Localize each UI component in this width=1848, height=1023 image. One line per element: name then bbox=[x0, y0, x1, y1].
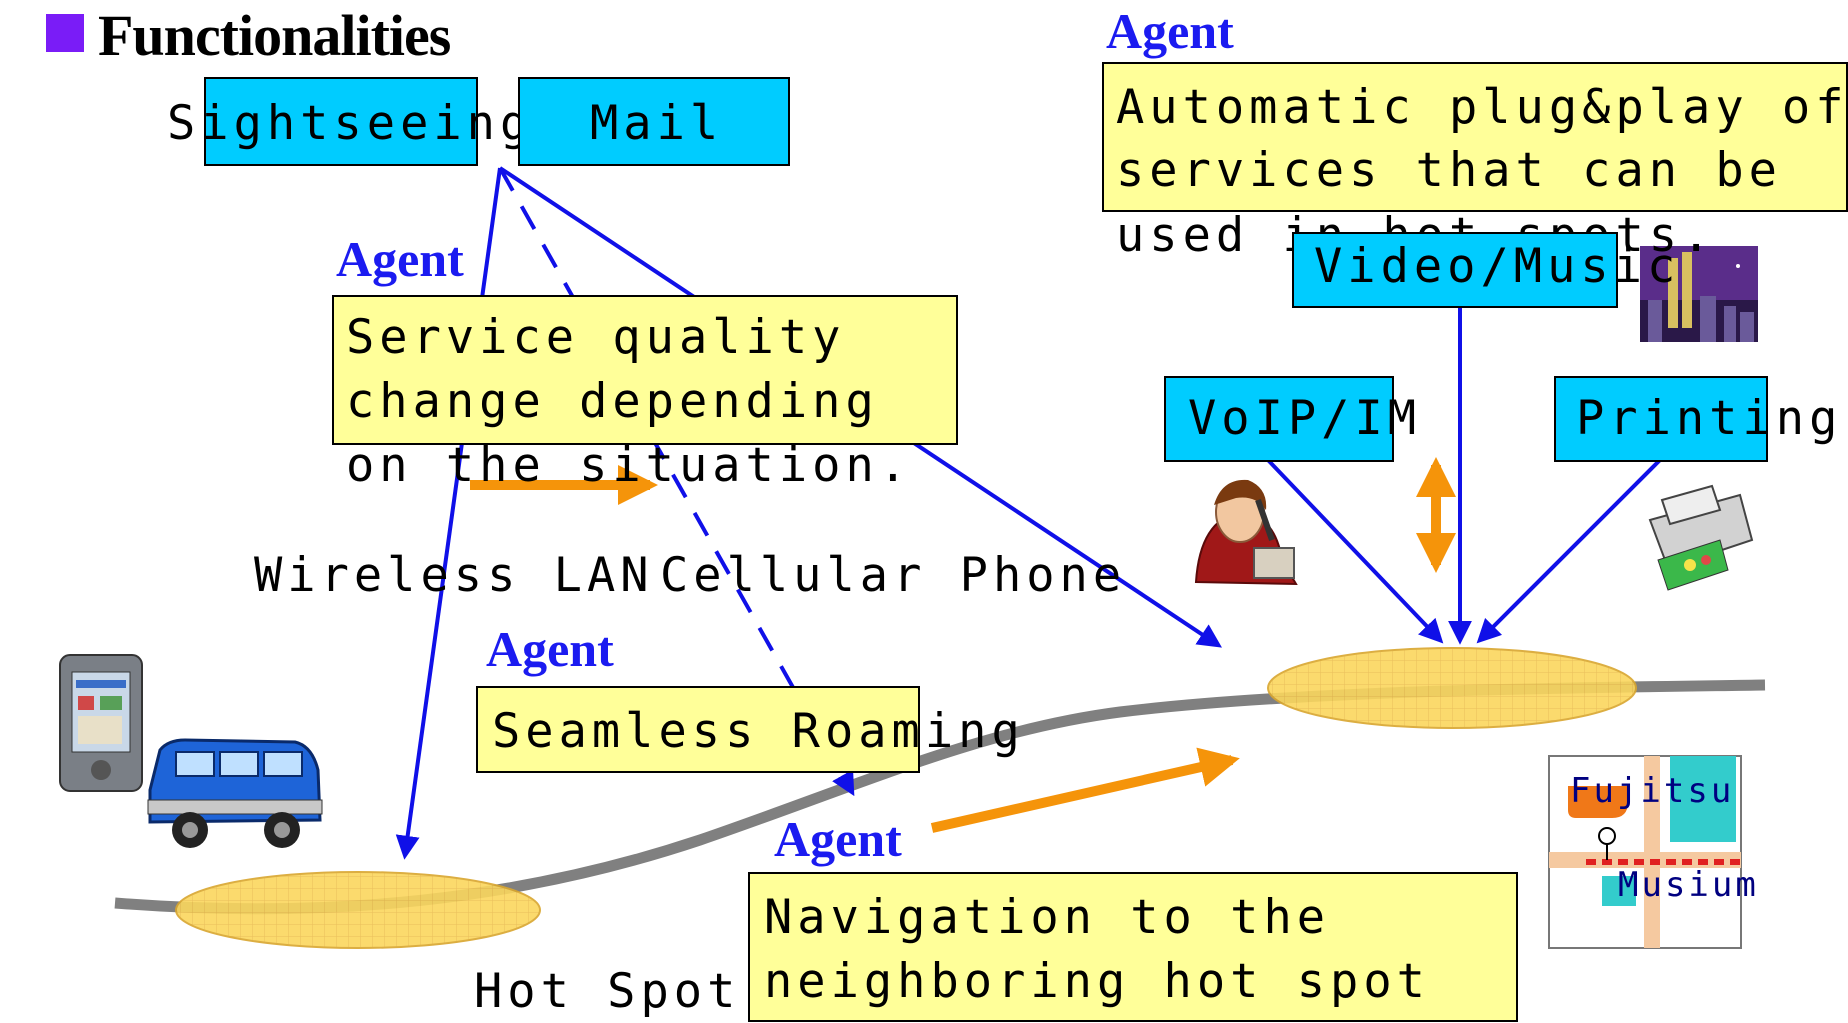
navigation-note-box bbox=[748, 872, 1518, 1022]
map-image bbox=[1548, 755, 1742, 949]
video-music-box bbox=[1292, 232, 1618, 308]
printing-label: Printing bbox=[1576, 391, 1843, 446]
seamless-roaming-note: Seamless Roaming bbox=[492, 704, 1025, 759]
arrow-wireless-lan bbox=[395, 167, 502, 860]
service-quality-note-line-2: change depending bbox=[346, 374, 879, 429]
printing-box bbox=[1554, 376, 1768, 462]
agent-label-seamless-roaming: Agent bbox=[486, 621, 614, 677]
agent-label-navigation: Agent bbox=[774, 811, 902, 867]
hot-spot-label: Hot Spot bbox=[474, 964, 741, 1019]
van-image bbox=[147, 738, 323, 848]
plug-play-note-line-1: Automatic plug&play of bbox=[1116, 80, 1848, 135]
map-fujitsu-label: Fujitsu bbox=[1570, 771, 1735, 811]
mail-box bbox=[518, 77, 790, 166]
pda-image bbox=[59, 654, 143, 792]
arrow-voip bbox=[1266, 458, 1444, 644]
page-title: Functionalities bbox=[98, 3, 451, 68]
agent-label-top-right: Agent bbox=[1106, 3, 1234, 59]
service-quality-note-box bbox=[332, 295, 958, 445]
woman-phone-image bbox=[1194, 479, 1298, 586]
hot-spot-area-right bbox=[1267, 647, 1637, 729]
city-night-image bbox=[1640, 246, 1758, 342]
sightseeing-box bbox=[204, 77, 478, 166]
voip-im-box bbox=[1164, 376, 1394, 462]
navigation-note-line-1: Navigation to the bbox=[764, 890, 1331, 945]
hot-spot-area-left bbox=[175, 871, 541, 949]
arrow-printing bbox=[1476, 458, 1662, 644]
video-music-label: Video/Music bbox=[1314, 239, 1681, 294]
map-musium-label: Musium bbox=[1618, 865, 1759, 905]
printer-image bbox=[1648, 484, 1754, 591]
sightseeing-label: Sightseeing bbox=[167, 96, 534, 151]
service-quality-note-line-1: Service quality bbox=[346, 310, 846, 365]
title-bullet bbox=[46, 14, 84, 52]
agent-label-service-quality: Agent bbox=[336, 231, 464, 287]
orange-arrow-navigation bbox=[930, 747, 1240, 833]
voip-im-label: VoIP/IM bbox=[1188, 391, 1422, 446]
cellular-phone-label: Cellular Phone bbox=[660, 548, 1127, 603]
mail-label: Mail bbox=[590, 96, 724, 151]
navigation-note-line-2: neighboring hot spot bbox=[764, 954, 1430, 1009]
plug-play-note-line-2: services that can be bbox=[1116, 143, 1782, 198]
service-quality-note-line-3: on the situation. bbox=[346, 438, 913, 493]
wireless-lan-label: Wireless LAN bbox=[254, 548, 654, 603]
plug-play-note-box bbox=[1102, 62, 1848, 212]
seamless-roaming-note-box bbox=[476, 686, 920, 773]
